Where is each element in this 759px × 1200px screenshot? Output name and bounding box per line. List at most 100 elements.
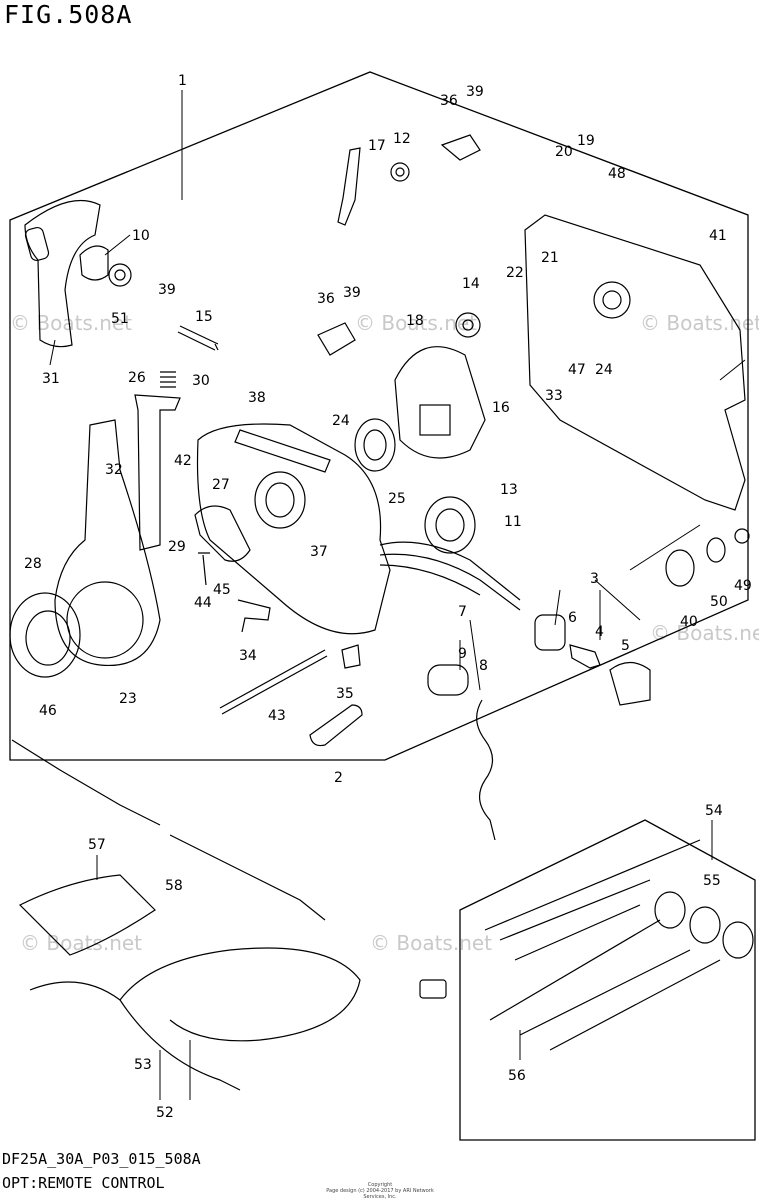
callout-15: 15: [195, 309, 213, 325]
callout-9: 9: [458, 646, 467, 662]
cover-part: [196, 423, 391, 635]
callout-24: 24: [595, 362, 613, 378]
callout-25: 25: [388, 491, 406, 507]
spacer-part: [654, 891, 754, 959]
callout-44: 44: [194, 595, 212, 611]
watermark: © Boats.net: [650, 621, 759, 645]
callout-38: 38: [248, 390, 266, 406]
callout-3: 3: [590, 571, 599, 587]
leader-lines: [49, 90, 746, 1100]
figure-caption: OPT:REMOTE CONTROL: [2, 1174, 165, 1192]
callout-18: 18: [406, 313, 424, 329]
callout-57: 57: [88, 837, 106, 853]
callout-29: 29: [168, 539, 186, 555]
copyright-notice: Copyright Page design (c) 2004-2017 by A…: [315, 1182, 445, 1200]
callout-33: 33: [545, 388, 563, 404]
handle-part: [24, 199, 101, 348]
plate-part: [237, 599, 271, 633]
callout-21: 21: [541, 250, 559, 266]
callout-10: 10: [132, 228, 150, 244]
pin-part: [177, 325, 219, 351]
shift-lever-part: [337, 147, 361, 226]
callout-31: 31: [42, 371, 60, 387]
callout-34: 34: [239, 648, 257, 664]
callout-55: 55: [703, 873, 721, 889]
assembly-outline-main: [9, 71, 749, 761]
callout-23: 23: [119, 691, 137, 707]
knob-part: [9, 592, 81, 678]
callout-43: 43: [268, 708, 286, 724]
gear-part: [455, 312, 481, 338]
lanyard-part: [476, 699, 496, 841]
callout-56: 56: [508, 1068, 526, 1084]
callout-24b: 24: [332, 413, 350, 429]
key-cap-part: [609, 661, 651, 706]
callout-17: 17: [368, 138, 386, 154]
block-part: [309, 704, 363, 747]
watermark: © Boats.net: [20, 931, 142, 955]
callout-42: 42: [174, 453, 192, 469]
bracket-part: [317, 322, 356, 356]
callout-27: 27: [212, 477, 230, 493]
callout-46: 46: [39, 703, 57, 719]
callout-12: 12: [393, 131, 411, 147]
callout-13: 13: [500, 482, 518, 498]
callout-30: 30: [192, 373, 210, 389]
callout-39: 39: [466, 84, 484, 100]
callout-47: 47: [568, 362, 586, 378]
callout-19: 19: [577, 133, 595, 149]
long-bolt-part: [219, 649, 328, 715]
watermark-group: © Boats.net © Boats.net © Boats.net © Bo…: [10, 311, 759, 955]
callout-26: 26: [128, 370, 146, 386]
screw-part: [198, 552, 210, 586]
callout-51: 51: [111, 311, 129, 327]
callout-39c: 39: [158, 282, 176, 298]
callout-2: 2: [334, 770, 343, 786]
callout-36b: 36: [317, 291, 335, 307]
cable-part: [11, 739, 326, 921]
callout-48: 48: [608, 166, 626, 182]
ring-part: [354, 418, 396, 472]
callout-8: 8: [479, 658, 488, 674]
drawing-code: DF25A_30A_P03_015_508A: [2, 1150, 201, 1168]
callout-36: 36: [440, 93, 458, 109]
callout-39b: 39: [343, 285, 361, 301]
assembly-outline-kit: [459, 819, 756, 1141]
wiring-part: [379, 541, 521, 611]
spring-part: [160, 371, 176, 388]
harness-connector-part: [419, 979, 447, 999]
callout-20: 20: [555, 144, 573, 160]
buzzer-part: [424, 496, 476, 554]
callout-45: 45: [213, 582, 231, 598]
nut-part: [734, 528, 750, 544]
callout-40: 40: [680, 614, 698, 630]
cap-part: [79, 245, 109, 281]
key-part: [569, 644, 601, 669]
callout-35: 35: [336, 686, 354, 702]
callout-58: 58: [165, 878, 183, 894]
plate-18-part: [394, 346, 486, 459]
watermark: © Boats.net: [640, 311, 759, 335]
harness-part: [29, 947, 361, 1091]
clip-part: [341, 644, 361, 669]
callout-52: 52: [156, 1105, 174, 1121]
callout-50: 50: [710, 594, 728, 610]
callout-1: 1: [178, 73, 187, 89]
callout-32: 32: [105, 462, 123, 478]
callout-14: 14: [462, 276, 480, 292]
watermark: © Boats.net: [370, 931, 492, 955]
callout-41: 41: [709, 228, 727, 244]
callout-11: 11: [504, 514, 522, 530]
bolt-kit-part: [489, 919, 721, 1051]
tie-part: [484, 839, 701, 961]
watermark: © Boats.net: [355, 311, 477, 335]
arm-part: [54, 419, 161, 667]
callout-labels: 1 2 3 4 5 6 7 8 9 10 11 12 13 14 15 16 1…: [24, 73, 752, 1121]
callout-6: 6: [568, 610, 577, 626]
lever-part: [134, 394, 181, 551]
callout-37: 37: [310, 544, 328, 560]
callout-16: 16: [492, 400, 510, 416]
callout-7: 7: [458, 604, 467, 620]
washer-part: [108, 263, 132, 287]
